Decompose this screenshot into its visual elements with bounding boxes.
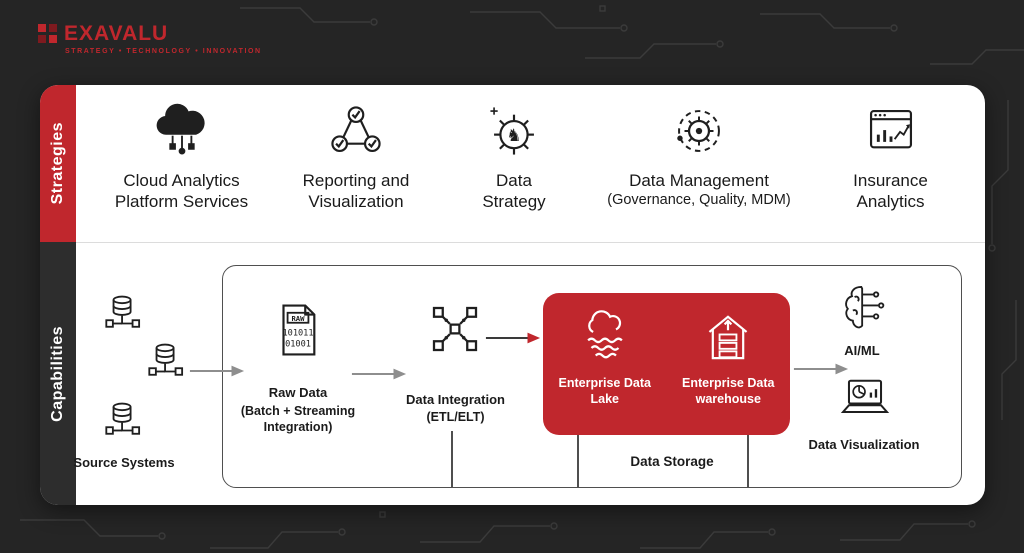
cloud-analytics-icon xyxy=(94,99,269,163)
strategies-sidebar: Strategies xyxy=(40,85,76,242)
data-integration-block: Data Integration (ETL/ELT) xyxy=(383,391,528,425)
strategy-label: Data Management xyxy=(629,171,769,190)
raw-data-block: Raw Data (Batch + Streaming Integration) xyxy=(216,384,380,435)
data-visualization-icon xyxy=(838,374,892,433)
raw-data-sublabel: (Batch + Streaming Integration) xyxy=(240,403,356,434)
raw-icon-bits: 01001 xyxy=(285,339,311,349)
strategy-label: Insurance Analytics xyxy=(853,171,928,212)
strategy-sublabel: (Governance, Quality, MDM) xyxy=(607,192,791,209)
enterprise-data-lake-label: Enterprise Data Lake xyxy=(558,376,651,407)
reporting-visualization-icon xyxy=(281,99,431,163)
raw-data-label: Raw Data xyxy=(268,385,328,400)
enterprise-data-warehouse-label: Enterprise Data warehouse xyxy=(682,376,775,407)
capabilities-flow-outline xyxy=(222,265,962,488)
exavalu-logo: EXAVALU STRATEGY • TECHNOLOGY • INNOVATI… xyxy=(38,22,262,55)
source-database-icon xyxy=(148,340,190,387)
logo-mark-icon xyxy=(38,24,57,43)
data-integration-label: Data Integration xyxy=(406,392,505,407)
data-storage-label: Data Storage xyxy=(630,454,714,469)
connector-line xyxy=(451,431,453,488)
data-integration-sublabel: (ETL/ELT) xyxy=(426,409,485,424)
logo-tagline: STRATEGY • TECHNOLOGY • INNOVATION xyxy=(65,48,262,55)
flow-arrow-red xyxy=(485,332,541,344)
data-integration-icon xyxy=(427,301,483,362)
enterprise-data-warehouse-block: Enterprise Data warehouse xyxy=(667,293,791,435)
knight-glyph: ♞ xyxy=(506,126,521,146)
flow-arrow xyxy=(189,365,245,377)
strategies-sidebar-label: Strategies xyxy=(49,122,66,205)
connector-line xyxy=(577,435,579,488)
capabilities-sidebar: Capabilities xyxy=(40,242,76,505)
flow-arrow xyxy=(351,368,407,380)
ai-ml-label: AI/ML xyxy=(844,343,880,358)
strategy-label: Cloud Analytics Platform Services xyxy=(114,171,249,212)
raw-icon-bits: 101011 xyxy=(282,328,313,338)
strategy-item-data-strategy: ♞ Data Strategy xyxy=(444,99,584,213)
strategy-item-data-management: Data Management (Governance, Quality, MD… xyxy=(584,99,814,208)
data-storage-box: Enterprise Data Lake Enterprise Data war… xyxy=(543,293,790,435)
flow-arrow xyxy=(793,363,849,375)
section-divider xyxy=(76,242,985,243)
strategies-row: Cloud Analytics Platform Services Report… xyxy=(76,85,985,242)
raw-data-icon: RAW 101011 01001 xyxy=(269,301,327,364)
strategy-label: Reporting and Visualization xyxy=(302,171,410,212)
source-systems-label: Source Systems xyxy=(73,455,175,470)
data-management-icon xyxy=(584,99,814,163)
strategy-label: Data Strategy xyxy=(482,171,546,212)
insurance-analytics-icon xyxy=(818,99,963,163)
data-visualization-label: Data Visualization xyxy=(808,437,920,452)
strategy-item-insurance-analytics: Insurance Analytics xyxy=(818,99,963,213)
capabilities-area: Source Systems RAW 101011 01001 Raw Data… xyxy=(73,243,985,505)
connector-line xyxy=(747,435,749,488)
raw-icon-title: RAW xyxy=(291,314,305,323)
main-panel: Strategies Capabilities Cloud Analytics … xyxy=(40,85,985,505)
strategy-item-reporting-visualization: Reporting and Visualization xyxy=(281,99,431,213)
logo-name: EXAVALU xyxy=(64,22,169,45)
data-lake-icon xyxy=(543,310,667,366)
enterprise-data-lake-block: Enterprise Data Lake xyxy=(543,293,667,435)
ai-ml-icon xyxy=(836,281,890,340)
data-warehouse-icon xyxy=(667,310,791,366)
data-strategy-icon: ♞ xyxy=(444,99,584,163)
capabilities-sidebar-label: Capabilities xyxy=(49,325,66,422)
source-database-icon xyxy=(105,292,147,339)
strategy-item-cloud-analytics: Cloud Analytics Platform Services xyxy=(94,99,269,213)
source-database-icon xyxy=(105,399,147,446)
